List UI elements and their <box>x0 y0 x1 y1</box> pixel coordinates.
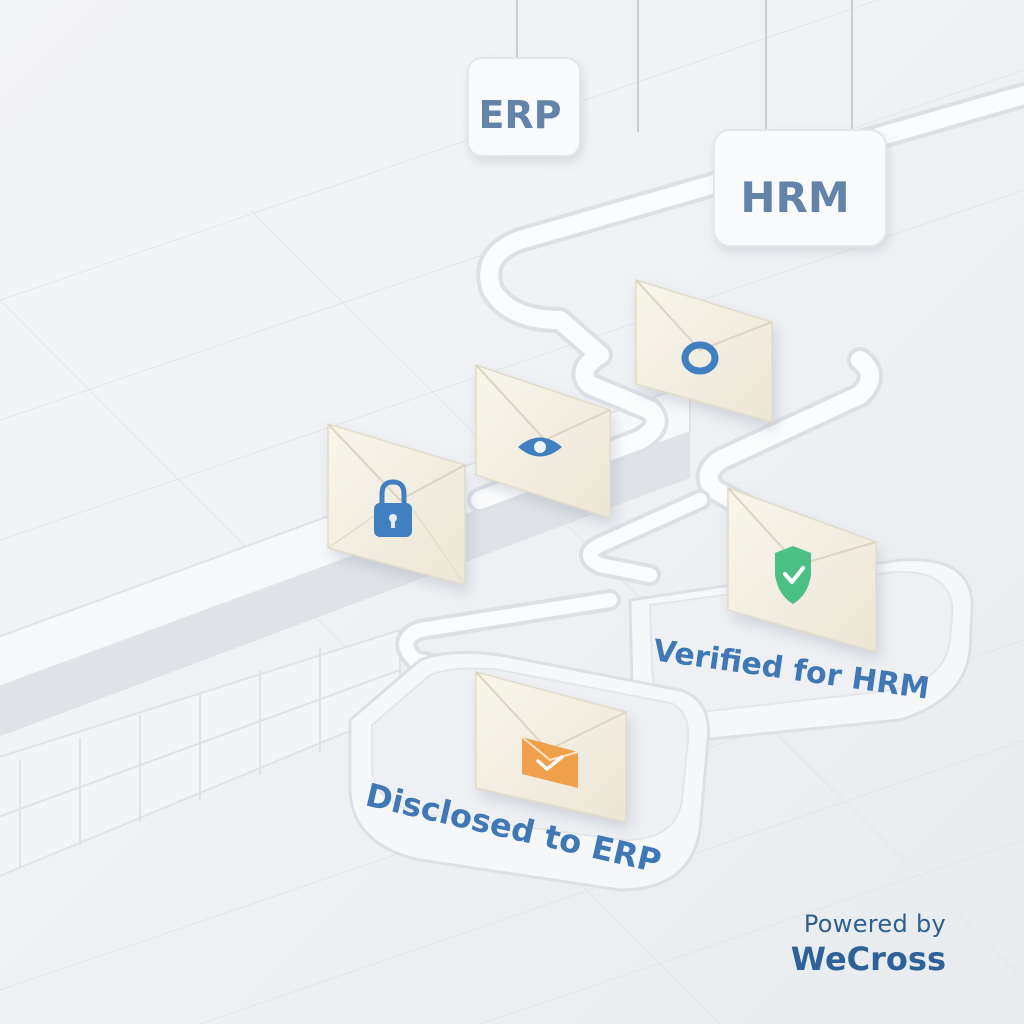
ring-icon <box>681 341 719 375</box>
envelope-shield <box>727 486 877 653</box>
upper-rail <box>395 82 1024 681</box>
hrm-tag-label: HRM <box>740 173 849 222</box>
lock-icon <box>374 479 412 537</box>
hrm-system-tag: HRM <box>713 129 887 247</box>
shield-check-icon <box>775 546 811 604</box>
brand-name: WeCross <box>790 940 946 978</box>
check-badge-icon <box>521 736 579 788</box>
envelope-lock <box>327 422 466 586</box>
envelope-badge <box>475 671 627 823</box>
envelope-eye <box>475 363 611 520</box>
powered-by-text: Powered by <box>803 910 946 938</box>
erp-tag-label: ERP <box>478 93 561 137</box>
envelope-ring <box>635 278 773 423</box>
eye-icon <box>518 437 562 457</box>
erp-system-tag: ERP <box>467 57 581 157</box>
brand-block: Powered by WeCross <box>746 910 946 978</box>
